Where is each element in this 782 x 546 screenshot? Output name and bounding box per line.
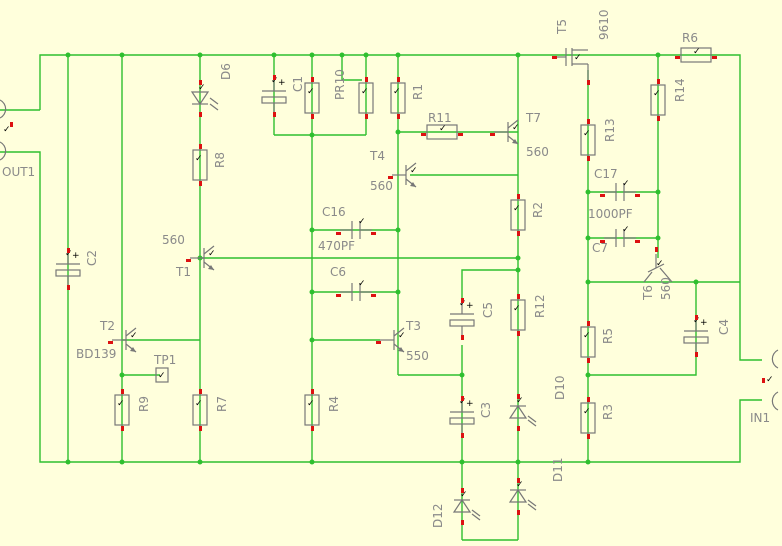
c4-label: C4 bbox=[717, 319, 731, 335]
r3-label: R3 bbox=[601, 404, 615, 420]
r7-label: R7 bbox=[215, 396, 229, 412]
t3-label: T3 bbox=[405, 319, 421, 333]
c2-label: C2 bbox=[85, 250, 99, 266]
pr10-label: PR10 bbox=[333, 69, 347, 100]
capacitor-c5[interactable] bbox=[449, 297, 475, 341]
c1-label: C1 bbox=[291, 76, 305, 92]
out1-label: OUT1 bbox=[2, 165, 35, 179]
in1-connector[interactable]: ✓ bbox=[762, 349, 779, 411]
svg-text:✓: ✓ bbox=[766, 375, 774, 385]
svg-text:✓: ✓ bbox=[3, 125, 11, 135]
r12-label: R12 bbox=[533, 294, 547, 318]
r4-label: R4 bbox=[327, 396, 341, 412]
t6-type: 560 bbox=[659, 277, 673, 300]
t4-label: T4 bbox=[369, 149, 385, 163]
c17-label: C17 bbox=[594, 167, 618, 181]
t6-label: T6 bbox=[641, 285, 655, 301]
out1-connector[interactable]: ✓ bbox=[0, 99, 13, 161]
t5-type: 9610 bbox=[597, 9, 611, 40]
svg-text:✓: ✓ bbox=[574, 53, 582, 63]
r11-label: R11 bbox=[428, 111, 452, 125]
t3-type: 550 bbox=[406, 349, 429, 363]
c17-value: 1000PF bbox=[588, 207, 633, 221]
resistor-r6[interactable] bbox=[674, 46, 718, 63]
t4-type: 560 bbox=[370, 179, 393, 193]
in1-label: IN1 bbox=[750, 411, 770, 425]
c3-label: C3 bbox=[479, 402, 493, 418]
tp1-label: TP1 bbox=[153, 353, 176, 367]
capacitor-c16[interactable] bbox=[335, 216, 377, 240]
led-d12[interactable] bbox=[453, 487, 481, 526]
r13-label: R13 bbox=[603, 118, 617, 142]
t7-type: 560 bbox=[526, 145, 549, 159]
t5-label: T5 bbox=[555, 19, 569, 35]
r1-label: R1 bbox=[411, 84, 425, 100]
transistor-t7[interactable] bbox=[489, 119, 521, 145]
t2-type: BD139 bbox=[76, 347, 116, 361]
r6-label: R6 bbox=[682, 31, 698, 45]
t1-label: T1 bbox=[175, 265, 191, 279]
capacitor-c17[interactable] bbox=[599, 178, 641, 202]
d12-label: D12 bbox=[431, 503, 445, 528]
d11-label: D11 bbox=[551, 457, 565, 482]
resistor-r11[interactable] bbox=[420, 123, 464, 140]
junction-dots bbox=[65, 52, 699, 465]
capacitor-c6[interactable] bbox=[335, 278, 377, 302]
transistor-t3[interactable] bbox=[375, 327, 407, 353]
svg-text:✓: ✓ bbox=[656, 259, 664, 269]
r2-label: R2 bbox=[531, 202, 545, 218]
r5-label: R5 bbox=[601, 328, 615, 344]
d10-label: D10 bbox=[553, 375, 567, 400]
r9-label: R9 bbox=[137, 396, 151, 412]
t7-label: T7 bbox=[525, 111, 541, 125]
t1-type: 560 bbox=[162, 233, 185, 247]
mosfet-t5[interactable]: ✓ bbox=[552, 48, 590, 85]
c16-label: C16 bbox=[322, 205, 346, 219]
led-d10[interactable] bbox=[509, 393, 537, 432]
r8-label: R8 bbox=[213, 152, 227, 168]
d6-label: D6 bbox=[219, 63, 233, 80]
led-d11[interactable] bbox=[509, 477, 537, 516]
c16-value: 470PF bbox=[318, 239, 355, 253]
transistor-t6[interactable]: ✓ bbox=[643, 247, 673, 283]
svg-text:✓: ✓ bbox=[158, 371, 166, 381]
r14-label: R14 bbox=[673, 78, 687, 102]
t2-label: T2 bbox=[99, 319, 115, 333]
c5-label: C5 bbox=[481, 302, 495, 318]
c6-label: C6 bbox=[330, 265, 346, 279]
led-d6[interactable] bbox=[191, 79, 219, 118]
test-point-tp1[interactable]: ✓ bbox=[155, 367, 169, 383]
c7-label: C7 bbox=[592, 241, 608, 255]
